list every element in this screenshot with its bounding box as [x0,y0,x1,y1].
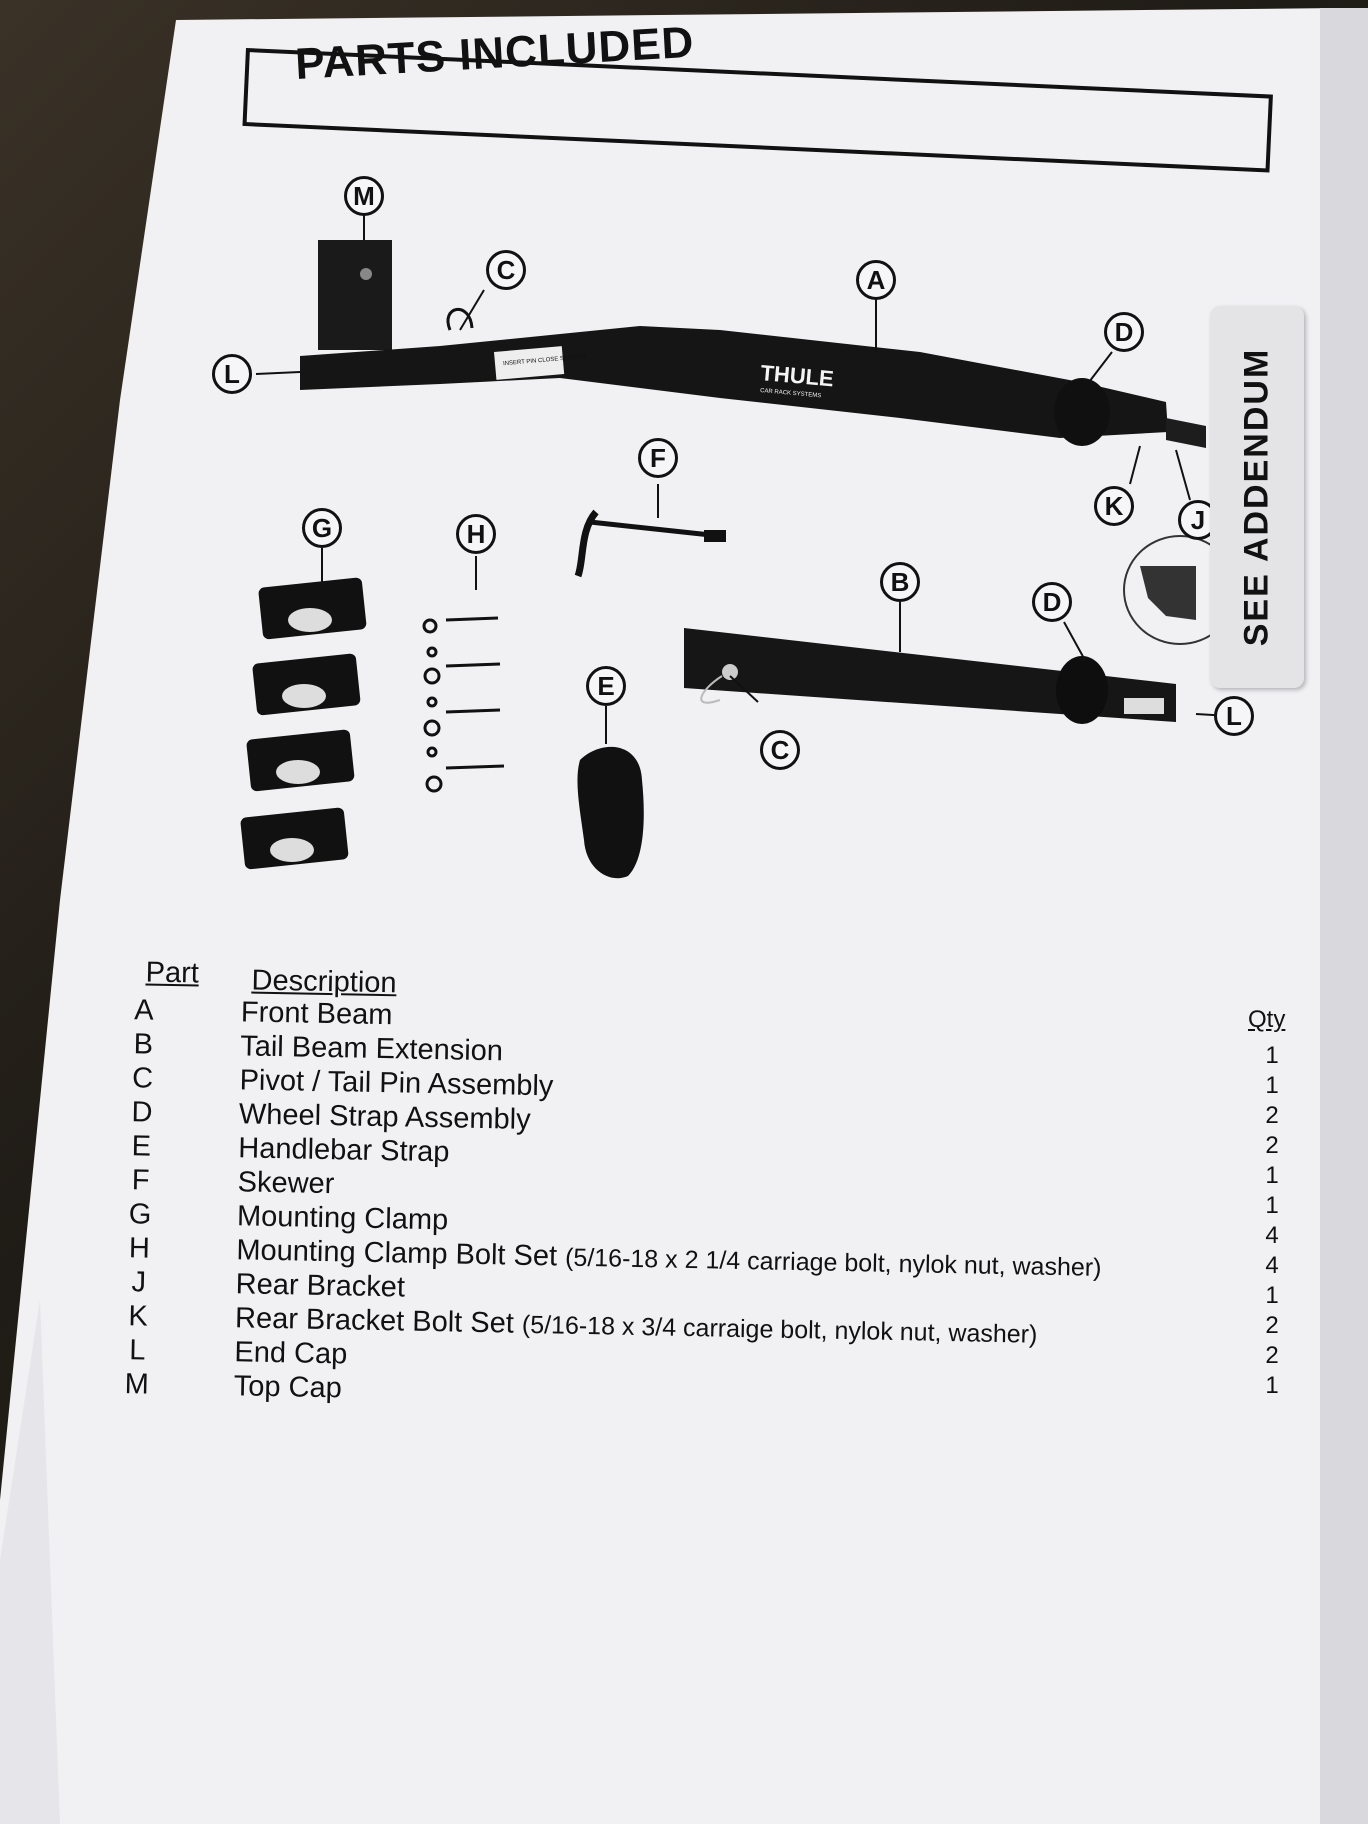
see-addendum-sticker: SEE ADDENDUM [1210,306,1304,688]
see-addendum-text: SEE ADDENDUM [1237,347,1276,647]
pivot-pin-ring [446,308,474,331]
qty-value: 1 [1265,1042,1279,1069]
part-letter: B [133,1028,154,1061]
part-letter: G [128,1198,152,1231]
tail-beam [684,628,1176,722]
decal-tail [1124,698,1164,714]
part-letter: F [131,1164,150,1197]
part-description: Pivot / Tail Pin Assembly [239,1064,554,1103]
front-beam-drawing: INSERT PIN CLOSE SKEWER THULE CAR RACK S… [300,240,1206,448]
paper-fold-edge [1320,8,1368,1824]
callout-l-left: L [212,354,252,394]
bolt-set-drawing [422,616,505,793]
part-letter: A [133,994,154,1027]
part-description: Skewer [237,1166,335,1201]
callout-b: B [880,562,920,602]
part-letter: K [128,1300,149,1333]
callout-l-right: L [1214,696,1254,736]
callout-k: K [1094,486,1134,526]
part-column-header: Part [145,956,200,990]
qty-value: 1 [1265,1372,1279,1399]
callout-c-top: C [486,250,526,290]
part-description: Rear Bracket Bolt Set [234,1302,515,1340]
part-description: Front Beam [240,996,393,1032]
part-letter: H [128,1232,151,1265]
callout-leaders [255,214,1231,744]
callout-a: A [856,260,896,300]
wheel-strap-front [1054,378,1110,446]
part-description: Mounting Clamp [236,1200,449,1237]
qty-value: 2 [1265,1102,1279,1129]
handlebar-strap-drawing [577,746,644,879]
description-column-header: Description [251,964,397,1000]
callout-f: F [638,438,678,478]
callout-e: E [586,666,626,706]
part-description: Mounting Clamp Bolt Set [236,1234,558,1273]
part-letter: L [129,1334,146,1367]
callout-c-tail: C [760,730,800,770]
qty-value: 2 [1265,1342,1279,1369]
paper-shadow-edge [0,1300,60,1824]
part-letter: M [124,1368,150,1401]
part-description: Handlebar Strap [238,1132,450,1169]
qty-value: 1 [1265,1162,1279,1189]
part-letter: J [131,1266,147,1299]
part-description: Tail Beam Extension [239,1030,504,1068]
callout-h: H [456,514,496,554]
part-letter: D [131,1096,153,1129]
qty-value: 2 [1265,1132,1279,1159]
parts-table: Part Description A Front Beam B Tail Beam … [111,956,1120,1445]
top-cap-post [318,240,392,350]
qty-column-header: Qty [1248,1006,1286,1033]
part-description: End Cap [234,1336,348,1371]
wheel-strap-tail [1056,656,1108,724]
thule-logo-sub: CAR RACK SYSTEMS [760,388,822,399]
qty-value: 1 [1265,1282,1279,1309]
qty-value: 1 [1265,1192,1279,1219]
tail-beam-drawing [684,628,1176,724]
part-letter: E [131,1130,152,1163]
part-letter: C [131,1062,154,1095]
qty-value: 2 [1265,1312,1279,1339]
qty-value: 4 [1265,1222,1279,1249]
callout-g: G [302,508,342,548]
callout-d-tail: D [1032,582,1072,622]
callout-d-top: D [1104,312,1144,352]
skewer-drawing [574,509,726,578]
mounting-clamps-drawing [240,577,367,870]
decal-front [494,346,565,380]
part-description: Top Cap [233,1370,343,1405]
qty-value: 1 [1265,1072,1279,1099]
paper-sheet [0,8,1368,1824]
part-description: Wheel Strap Assembly [238,1098,531,1136]
part-description: Rear Bracket [235,1268,406,1304]
callout-m: M [344,176,384,216]
qty-value: 4 [1265,1252,1279,1279]
